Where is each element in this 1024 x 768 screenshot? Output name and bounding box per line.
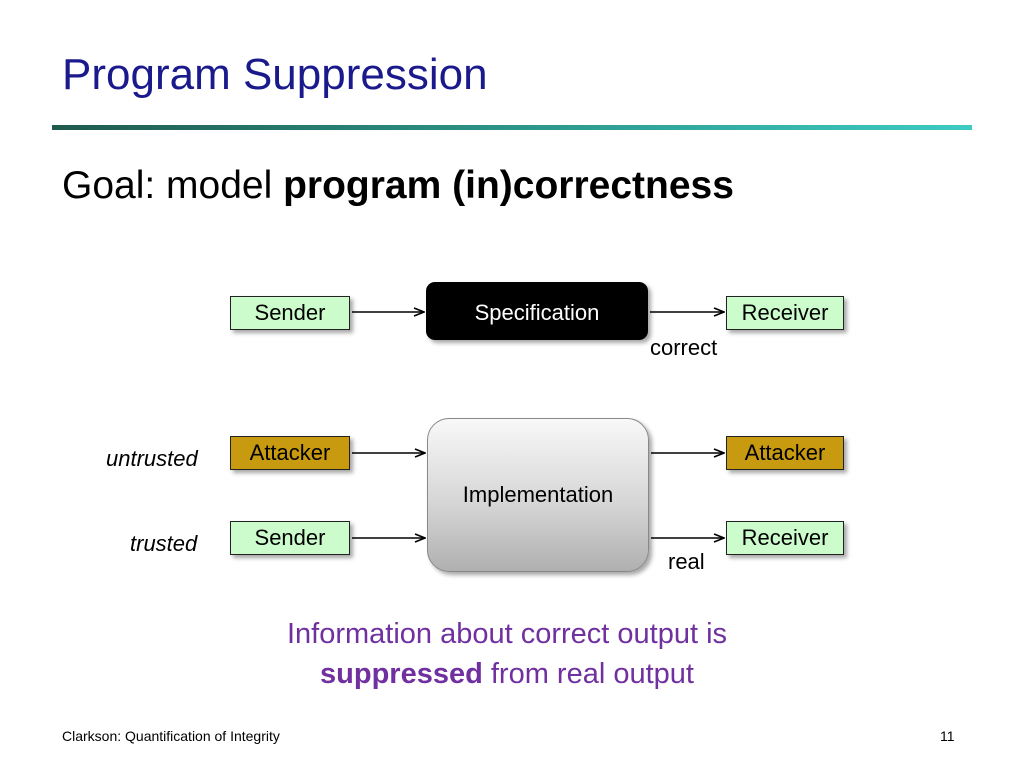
slide-title: Program Suppression <box>62 50 488 99</box>
footer-text: Clarkson: Quantification of Integrity <box>62 728 280 744</box>
goal-statement: Goal: model program (in)correctness <box>62 164 734 208</box>
goal-emphasis: program (in)correctness <box>283 164 734 207</box>
spec-receiver-box: Receiver <box>726 296 844 330</box>
goal-prefix: Goal: model <box>62 164 284 207</box>
implementation-box: Implementation <box>427 418 649 572</box>
impl-sender-box: Sender <box>230 521 350 555</box>
untrusted-label: untrusted <box>106 446 198 471</box>
trusted-label: trusted <box>130 531 198 556</box>
correct-output-label: correct <box>650 335 718 360</box>
specification-box: Specification <box>426 282 648 340</box>
real-output-label: real <box>668 549 705 574</box>
info-emphasis: suppressed <box>320 658 483 690</box>
info-line1: Information about correct output is <box>286 618 728 650</box>
impl-receiver-box: Receiver <box>726 521 844 555</box>
title-divider <box>52 125 972 130</box>
suppression-statement: Information about correct output is suppr… <box>150 614 864 694</box>
info-rest: from real output <box>482 658 694 690</box>
attacker-output-box: Attacker <box>726 436 844 470</box>
attacker-input-box: Attacker <box>230 436 350 470</box>
page-number: 11 <box>940 728 955 744</box>
spec-sender-box: Sender <box>230 296 350 330</box>
